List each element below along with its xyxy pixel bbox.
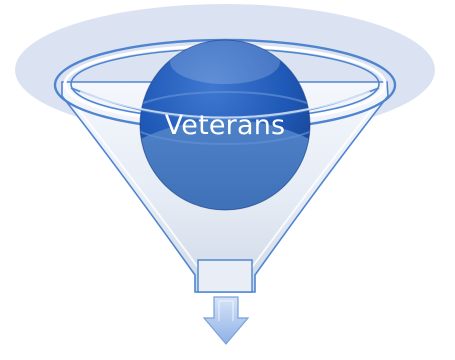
funnel-item-label: Veterans [164,109,286,141]
veterans-sphere [139,39,311,211]
down-arrow-icon [202,296,250,345]
funnel-spout [197,259,253,293]
funnel-inner-edge [74,104,376,271]
funnel-rim-front-highlight [79,91,371,119]
